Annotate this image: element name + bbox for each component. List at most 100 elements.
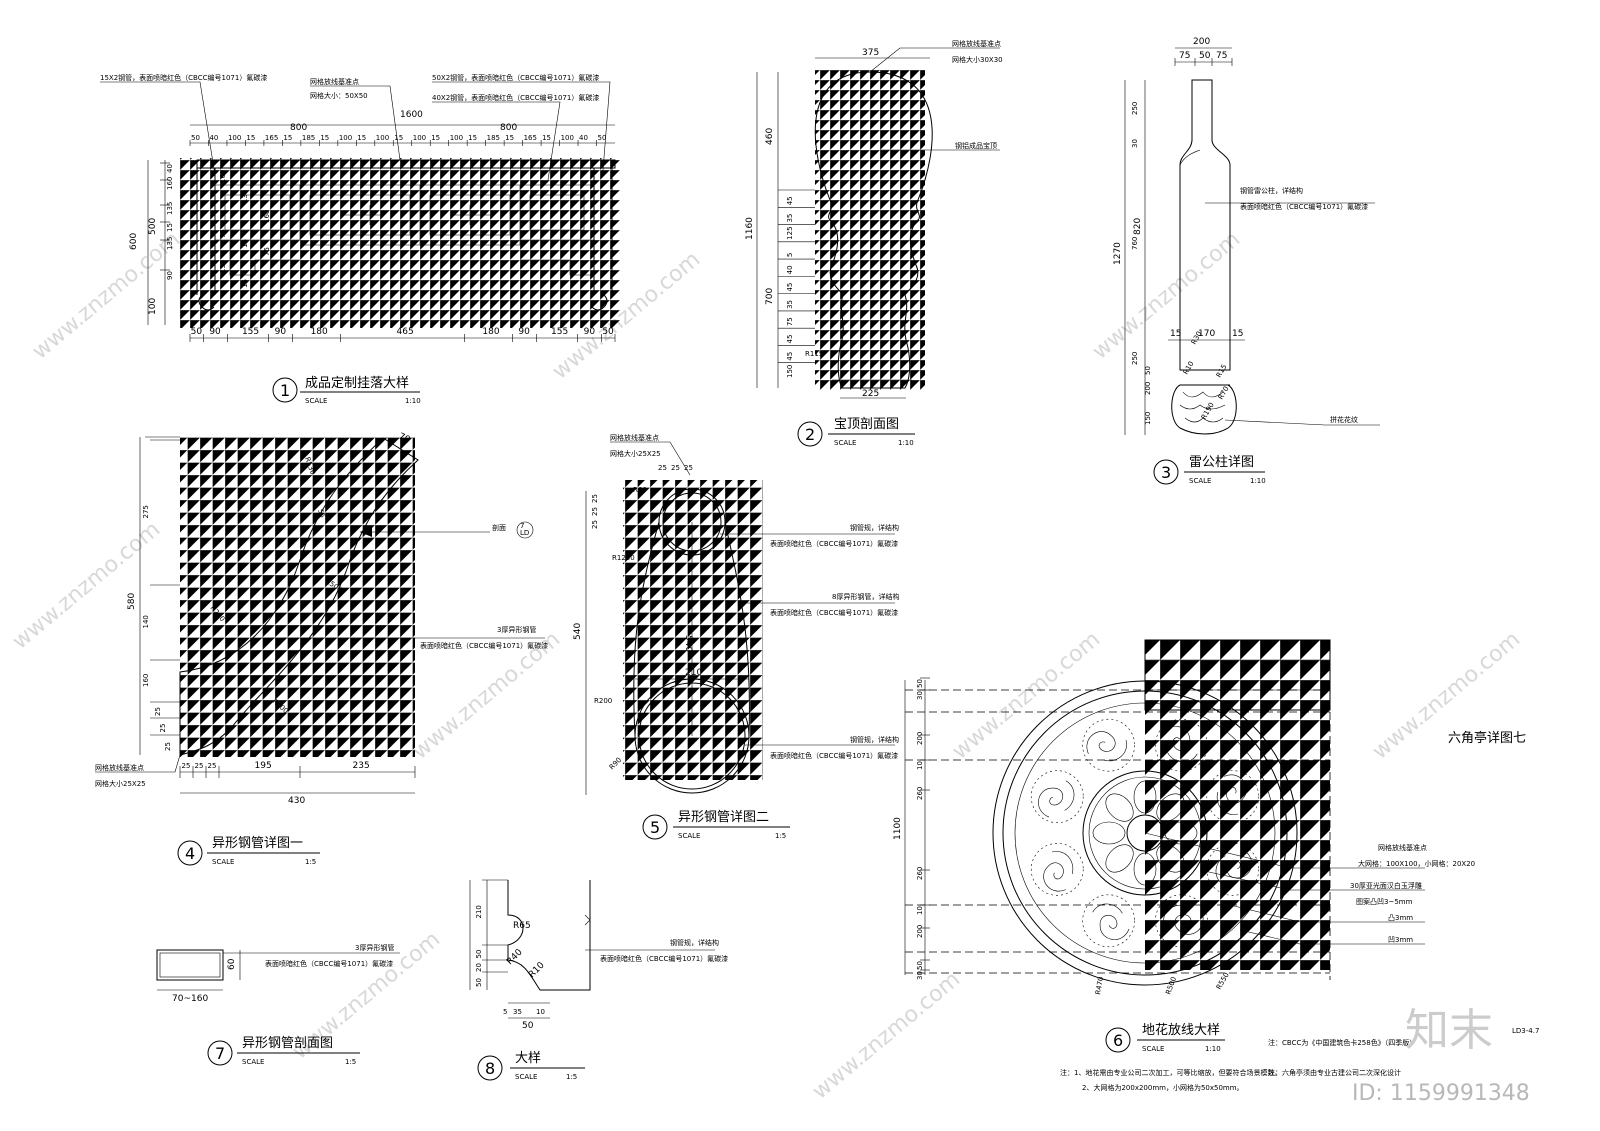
d1-inner-dim: 135: [219, 260, 227, 273]
d5-top-dim: 25: [658, 464, 667, 472]
d1-annotation: 50X2钢管，表面喷暗红色（CBCC编号1071）氟碳漆: [432, 73, 599, 82]
d1-top-dim: 15: [394, 134, 403, 142]
d5-title: 异形钢管详图二: [678, 810, 769, 825]
d2-scale-label: SCALE: [834, 439, 856, 447]
d1-annotation: 网格放线基准点: [310, 77, 359, 86]
d1-total: 1600: [400, 110, 423, 120]
scroll-outline: [1082, 718, 1135, 772]
d3-side: 15: [1170, 329, 1181, 339]
d4-annotation: 3厚异形钢管: [497, 625, 536, 634]
d8-scale-label: SCALE: [515, 1073, 537, 1081]
d3-radius: R15: [1215, 363, 1229, 379]
watermark-site: www.znzmo.com: [808, 967, 965, 1105]
scroll-outline: [1206, 843, 1260, 896]
d1-top-dim: 15: [468, 134, 477, 142]
d1-top-dim: 165: [265, 134, 278, 142]
d1-left-dim: 40: [166, 164, 174, 173]
d8-annotation: 钢管规，详结构: [670, 938, 719, 947]
d2-dim: 45: [786, 335, 794, 344]
scroll-outline: [1206, 770, 1260, 823]
d3-mid-width: 170: [1198, 329, 1215, 339]
d2-dim: 35: [786, 214, 794, 223]
d3-annotation: 表面喷暗红色（CBCC编号1071）氟碳漆: [1240, 202, 1368, 211]
d8-radius: R10: [527, 960, 547, 980]
d2-height-top: 460: [765, 128, 775, 145]
d3-width: 200: [1193, 37, 1210, 47]
watermark-site: www.znzmo.com: [8, 517, 165, 655]
d5-grid-annotation: 网格放线基准点: [610, 433, 659, 442]
d5-top-dim: 25: [671, 464, 680, 472]
d3-radius: R70: [1217, 385, 1231, 401]
d1-bottom-dim: 90: [584, 327, 596, 337]
d3-width-part: 75: [1216, 51, 1227, 61]
d6-dim: 30: [916, 971, 924, 980]
d4-height-part: 25: [159, 724, 167, 733]
watermark-id: ID: 1159991348: [1352, 1081, 1530, 1106]
d1-scale-label: SCALE: [305, 397, 327, 405]
d6-radius: R500: [1164, 976, 1178, 996]
d2-title: 宝顶剖面图: [834, 417, 899, 432]
d5-grid-annotation: 网格大小25X25: [610, 449, 661, 458]
d5-callout: 表面喷暗红色（CBCC编号1071）氟碳漆: [770, 539, 898, 548]
d8-dim: 20: [475, 963, 483, 972]
d1-inner-dim: 15: [241, 279, 249, 288]
d6-radius: R470: [1094, 976, 1105, 995]
note-1: 注：1、地花需由专业公司二次加工，可等比缩放，但要符合场景模数。: [1060, 1068, 1281, 1077]
d3-dim: 50: [1144, 366, 1152, 375]
d6-annotation: 30厚亚光面汉白玉浮雕: [1350, 881, 1422, 890]
d6-annotation: 大网格：100X100，小网格：20X20: [1358, 859, 1475, 868]
d7-height: 60: [227, 958, 237, 970]
d1-top-dim: 100: [450, 134, 463, 142]
d7-scale: 1:5: [345, 1058, 356, 1066]
watermark-site: www.znzmo.com: [1088, 227, 1245, 365]
d6-radius: R550: [1215, 971, 1231, 991]
d8-scale: 1:5: [566, 1073, 577, 1081]
d4-dim: 55: [316, 508, 327, 519]
flower-petal: [1164, 821, 1198, 845]
d1-title: 成品定制挂落大样: [305, 376, 409, 391]
d4-height-part: 25: [154, 707, 162, 716]
d4-height-part: 160: [142, 674, 150, 687]
d4-width-part: 25: [195, 762, 204, 770]
d4-title: 异形钢管详图一: [212, 836, 303, 851]
d1-left-dim: 15: [166, 223, 174, 232]
d5-scale-label: SCALE: [678, 832, 700, 840]
d2-dim: 35: [786, 300, 794, 309]
d1-inner-dim: 15: [241, 239, 249, 248]
d1-top-dim: 50: [191, 134, 200, 142]
d4-section-sheet: LD: [520, 529, 529, 537]
d4-height-part: 275: [142, 505, 150, 518]
d1-left-dim: 160: [166, 177, 174, 190]
d1-bottom-dim: 465: [397, 327, 414, 337]
d5-left-dim: 25: [591, 494, 599, 503]
d7-number: 7: [215, 1044, 225, 1063]
d5-inner-height: 540: [683, 635, 693, 652]
d2-height-bottom: 700: [765, 288, 775, 305]
d3-width-part: 50: [1199, 51, 1211, 61]
d2-scale: 1:10: [898, 439, 914, 447]
d5-top-dim: 25: [684, 464, 693, 472]
d7-title: 异形钢管剖面图: [242, 1036, 333, 1051]
d3-radius: R10: [1182, 360, 1196, 376]
d1-top-dim: 15: [246, 134, 255, 142]
d6-scale-label: SCALE: [1142, 1045, 1164, 1053]
d1-bottom-dim: 90: [275, 327, 287, 337]
d7-annotation: 表面喷暗红色（CBCC编号1071）氟碳漆: [265, 959, 393, 968]
d8-number: 8: [485, 1059, 495, 1078]
d5-radius: R90: [608, 756, 623, 771]
d1-top-dim: 50: [598, 134, 607, 142]
d4-width-part: 25: [182, 762, 191, 770]
d1-height: 600: [129, 233, 139, 250]
d1-top-dim: 100: [376, 134, 389, 142]
d2-bottom-width: 225: [862, 389, 879, 399]
d6-dim: 200: [916, 732, 924, 745]
scroll-outline: [1030, 843, 1084, 896]
d6-dim: 30: [916, 691, 924, 700]
d5-height: 540: [573, 623, 583, 640]
d1-top-dim: 15: [283, 134, 292, 142]
d1-bottom-dim: 180: [311, 327, 328, 337]
flower-petal: [1133, 852, 1157, 886]
